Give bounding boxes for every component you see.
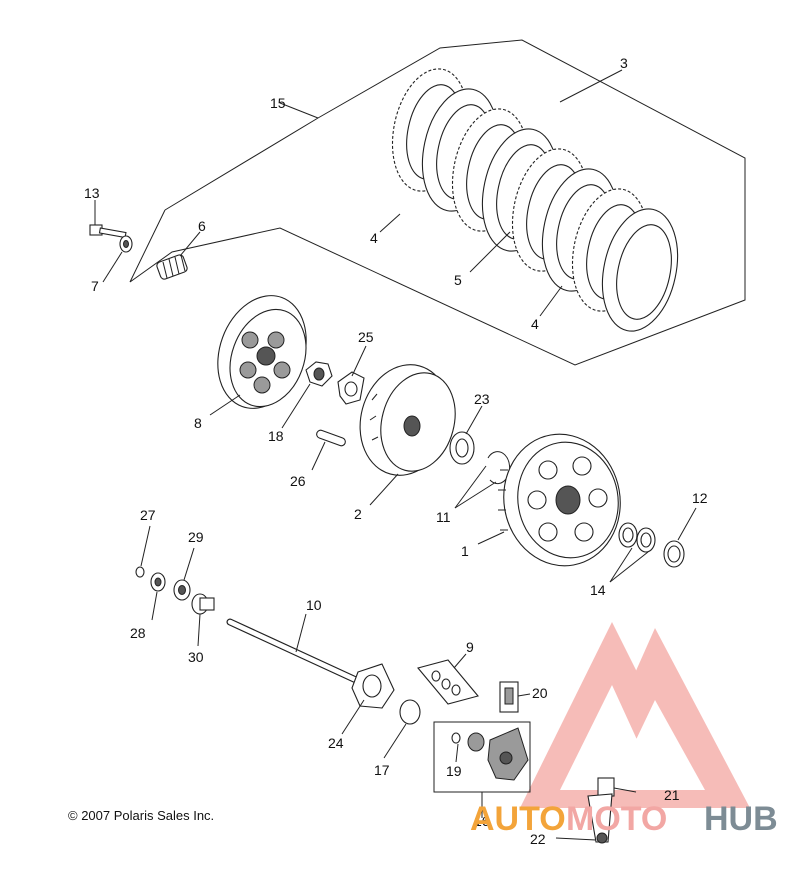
copyright-text: © 2007 Polaris Sales Inc.	[68, 808, 214, 823]
label-9: 9	[466, 639, 474, 655]
watermark-auto: AUTO	[470, 800, 566, 838]
label-22: 22	[530, 831, 546, 847]
hub-nut	[305, 361, 333, 387]
label-20: 20	[532, 685, 548, 701]
label-7: 7	[91, 278, 99, 294]
lock-washer	[337, 371, 365, 405]
label-4a: 4	[370, 230, 378, 246]
bleed-screw-kit	[499, 681, 519, 713]
clutch-plate-stack	[391, 68, 679, 332]
label-16: 16	[474, 813, 490, 829]
label-24: 24	[328, 735, 344, 751]
watermark-hub: HUB	[704, 800, 778, 838]
label-27: 27	[140, 507, 156, 523]
needle-bearing-b	[636, 527, 656, 553]
steel-plate	[601, 208, 679, 332]
label-21: 21	[664, 787, 680, 803]
label-2: 2	[354, 506, 362, 522]
label-17: 17	[374, 762, 390, 778]
thrust-washer	[449, 431, 475, 465]
label-19: 19	[446, 763, 462, 779]
label-14: 14	[590, 582, 606, 598]
label-13: 13	[84, 185, 100, 201]
watermark-moto: MOTO	[566, 800, 667, 838]
rod-washer-28	[150, 572, 166, 592]
label-6: 6	[198, 218, 206, 234]
watermark-logo	[520, 622, 750, 808]
clutch-spring	[156, 254, 188, 280]
snap-ring	[487, 451, 511, 485]
label-8: 8	[194, 415, 202, 431]
label-28: 28	[130, 625, 146, 641]
release-rod	[226, 618, 360, 684]
clutch-hub	[359, 364, 456, 476]
rod-end-30	[191, 593, 215, 615]
clutch-basket	[498, 433, 621, 567]
basket-washer	[663, 540, 685, 568]
label-5: 5	[454, 272, 462, 288]
slave-cylinder-box	[433, 721, 531, 793]
label-10: 10	[306, 597, 322, 613]
label-4b: 4	[531, 316, 539, 332]
o-ring	[399, 699, 421, 725]
spring-bolt	[89, 224, 127, 239]
label-26: 26	[290, 473, 306, 489]
label-18: 18	[268, 428, 284, 444]
pressure-plate	[217, 295, 307, 409]
label-3: 3	[620, 55, 628, 71]
release-lever	[587, 777, 615, 844]
label-11: 11	[436, 509, 451, 525]
label-15: 15	[270, 95, 286, 111]
rod-washer-29	[173, 579, 191, 601]
ball	[135, 566, 145, 578]
label-23: 23	[474, 391, 490, 407]
label-1: 1	[461, 543, 469, 559]
seal-kit	[417, 659, 479, 705]
pin	[316, 429, 346, 447]
watermark-text: AUTO MOTO HUB	[470, 800, 778, 838]
gasket	[351, 663, 395, 709]
plate-pack-outline	[129, 39, 746, 366]
leader-lines	[94, 69, 697, 841]
label-25: 25	[358, 329, 374, 345]
needle-bearing-a	[618, 522, 638, 548]
label-30: 30	[188, 649, 204, 665]
label-12: 12	[692, 490, 708, 506]
part-labels: 1 2 3 4 4 5 6 7 8 9 10 11 12 13 14 15 16…	[84, 55, 708, 847]
label-29: 29	[188, 529, 204, 545]
spring-washer	[119, 235, 133, 253]
